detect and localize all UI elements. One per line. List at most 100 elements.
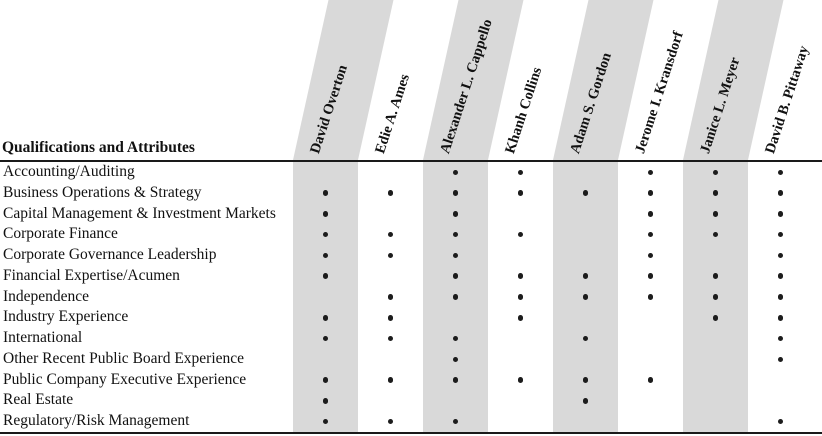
row-label: Financial Expertise/Acumen	[3, 266, 180, 284]
qualification-dot	[647, 190, 654, 196]
mark-cell	[618, 411, 683, 432]
mark-cell	[553, 183, 618, 204]
qualification-dot	[712, 190, 719, 196]
mark-cell	[358, 390, 423, 411]
mark-cell	[748, 224, 813, 245]
mark-cell	[748, 370, 813, 391]
mark-cell	[618, 287, 683, 308]
qualification-dot	[387, 190, 394, 196]
qualification-dot	[517, 377, 524, 383]
mark-cell	[618, 349, 683, 370]
qualification-dot	[647, 377, 654, 383]
row-label: Corporate Governance Leadership	[3, 246, 217, 264]
qualification-dot	[452, 418, 459, 425]
qualification-dot	[517, 231, 524, 238]
row-label: International	[3, 329, 83, 347]
row-label: Accounting/Auditing	[3, 163, 135, 180]
qualification-dot	[777, 169, 784, 176]
mark-cell	[293, 204, 358, 225]
mark-cell	[748, 287, 813, 308]
mark-cell	[748, 162, 813, 183]
mark-cell	[488, 307, 553, 328]
mark-cell	[488, 245, 553, 266]
mark-cell	[553, 411, 618, 432]
qualification-dot	[517, 294, 524, 300]
qualification-dot	[712, 169, 719, 176]
mark-cell	[488, 162, 553, 183]
qualification-dot	[322, 418, 329, 425]
mark-cell	[553, 266, 618, 287]
qualification-dot	[322, 273, 329, 279]
row-label: Public Company Executive Experience	[3, 370, 247, 388]
qualification-dot	[712, 294, 719, 300]
mark-cell	[748, 390, 813, 411]
table-row: Industry Experience	[0, 307, 822, 328]
mark-cell	[358, 328, 423, 349]
qualification-dot	[452, 211, 459, 217]
qualification-dot	[647, 169, 654, 176]
qualification-dot	[387, 315, 394, 321]
table-row: International	[0, 328, 822, 349]
mark-cell	[683, 162, 748, 183]
qualification-dot	[322, 190, 329, 196]
mark-cell	[358, 370, 423, 391]
row-label: Independence	[3, 287, 90, 305]
mark-cell	[293, 370, 358, 391]
mark-cell	[358, 204, 423, 225]
qualification-dot	[517, 190, 524, 196]
mark-cell	[358, 266, 423, 287]
qualification-dot	[712, 273, 719, 279]
mark-cell	[293, 183, 358, 204]
mark-cell	[553, 162, 618, 183]
mark-cell	[683, 245, 748, 266]
mark-cell	[488, 204, 553, 225]
mark-cell	[553, 370, 618, 391]
mark-cell	[423, 349, 488, 370]
mark-cell	[423, 183, 488, 204]
mark-cell	[748, 307, 813, 328]
mark-cell	[748, 266, 813, 287]
row-label: Industry Experience	[3, 308, 129, 326]
mark-cell	[488, 224, 553, 245]
header-rule	[0, 160, 822, 162]
qualification-dot	[452, 356, 459, 363]
mark-cell	[683, 328, 748, 349]
table-row: Public Company Executive Experience	[0, 370, 822, 391]
mark-cell	[423, 370, 488, 391]
mark-cell	[293, 287, 358, 308]
mark-cell	[683, 411, 748, 432]
mark-cell	[553, 224, 618, 245]
mark-cell	[553, 328, 618, 349]
qualification-dot	[322, 211, 329, 217]
table-row: Accounting/Auditing	[0, 162, 822, 183]
mark-cell	[293, 390, 358, 411]
mark-cell	[358, 287, 423, 308]
qualification-dot	[387, 252, 394, 259]
mark-cell	[618, 370, 683, 391]
mark-cell	[618, 307, 683, 328]
column-header-name: David B. Pittaway	[762, 43, 813, 156]
mark-cell	[488, 328, 553, 349]
mark-cell	[423, 328, 488, 349]
qualification-dot	[517, 169, 524, 176]
row-label: Corporate Finance	[3, 225, 118, 243]
mark-cell	[488, 287, 553, 308]
mark-cell	[683, 370, 748, 391]
qualification-dot	[322, 377, 329, 383]
qualification-dot	[647, 231, 654, 238]
qualification-dot	[777, 294, 784, 300]
qualification-dot	[777, 252, 784, 259]
mark-cell	[488, 390, 553, 411]
mark-cell	[423, 307, 488, 328]
mark-cell	[618, 183, 683, 204]
mark-cell	[748, 245, 813, 266]
qualification-dot	[452, 377, 459, 383]
table-row: Business Operations & Strategy	[0, 183, 822, 204]
qualification-dot	[387, 335, 394, 342]
mark-cell	[553, 204, 618, 225]
mark-cell	[618, 245, 683, 266]
mark-cell	[618, 224, 683, 245]
qualification-dot	[777, 190, 784, 196]
mark-cell	[423, 390, 488, 411]
